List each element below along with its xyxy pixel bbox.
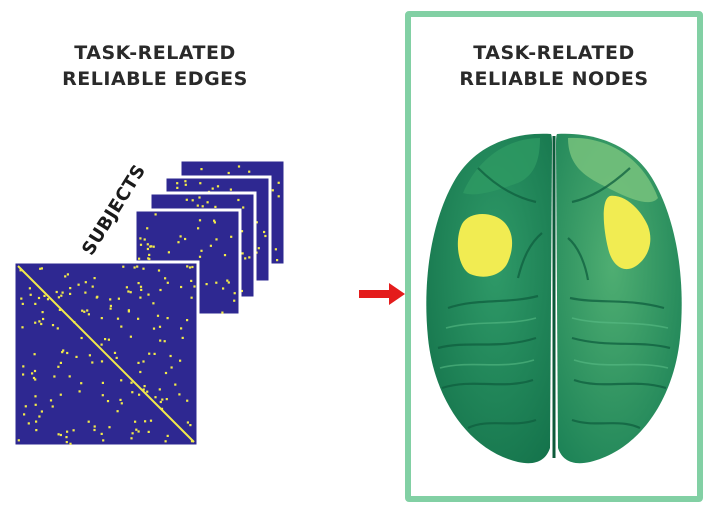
left-title-line1: TASK-RELATED	[74, 42, 236, 64]
subject-matrix-front	[12, 260, 200, 448]
right-arrow-icon	[359, 283, 405, 305]
arrow-shape	[359, 283, 405, 305]
left-highlight-node	[457, 214, 513, 277]
nodes-panel-frame	[405, 11, 703, 502]
brain-sulci	[437, 167, 671, 430]
brain-render	[426, 133, 682, 464]
subject-matrices	[12, 158, 287, 448]
right-frontal-region	[568, 137, 658, 203]
left-title-line2: RELIABLE EDGES	[62, 68, 248, 90]
left-hemisphere	[426, 133, 552, 464]
right-title-line2: RELIABLE NODES	[459, 68, 649, 90]
connectivity-matrix-stack	[12, 158, 287, 448]
right-title-line1: TASK-RELATED	[473, 42, 635, 64]
right-panel-title: TASK-RELATED RELIABLE NODES	[412, 40, 696, 92]
left-panel-title: TASK-RELATED RELIABLE EDGES	[30, 40, 280, 92]
right-hemisphere	[556, 133, 682, 464]
right-highlight-node	[603, 195, 651, 270]
brain-gyri-highlights	[439, 317, 669, 369]
left-frontal-region	[463, 138, 540, 195]
